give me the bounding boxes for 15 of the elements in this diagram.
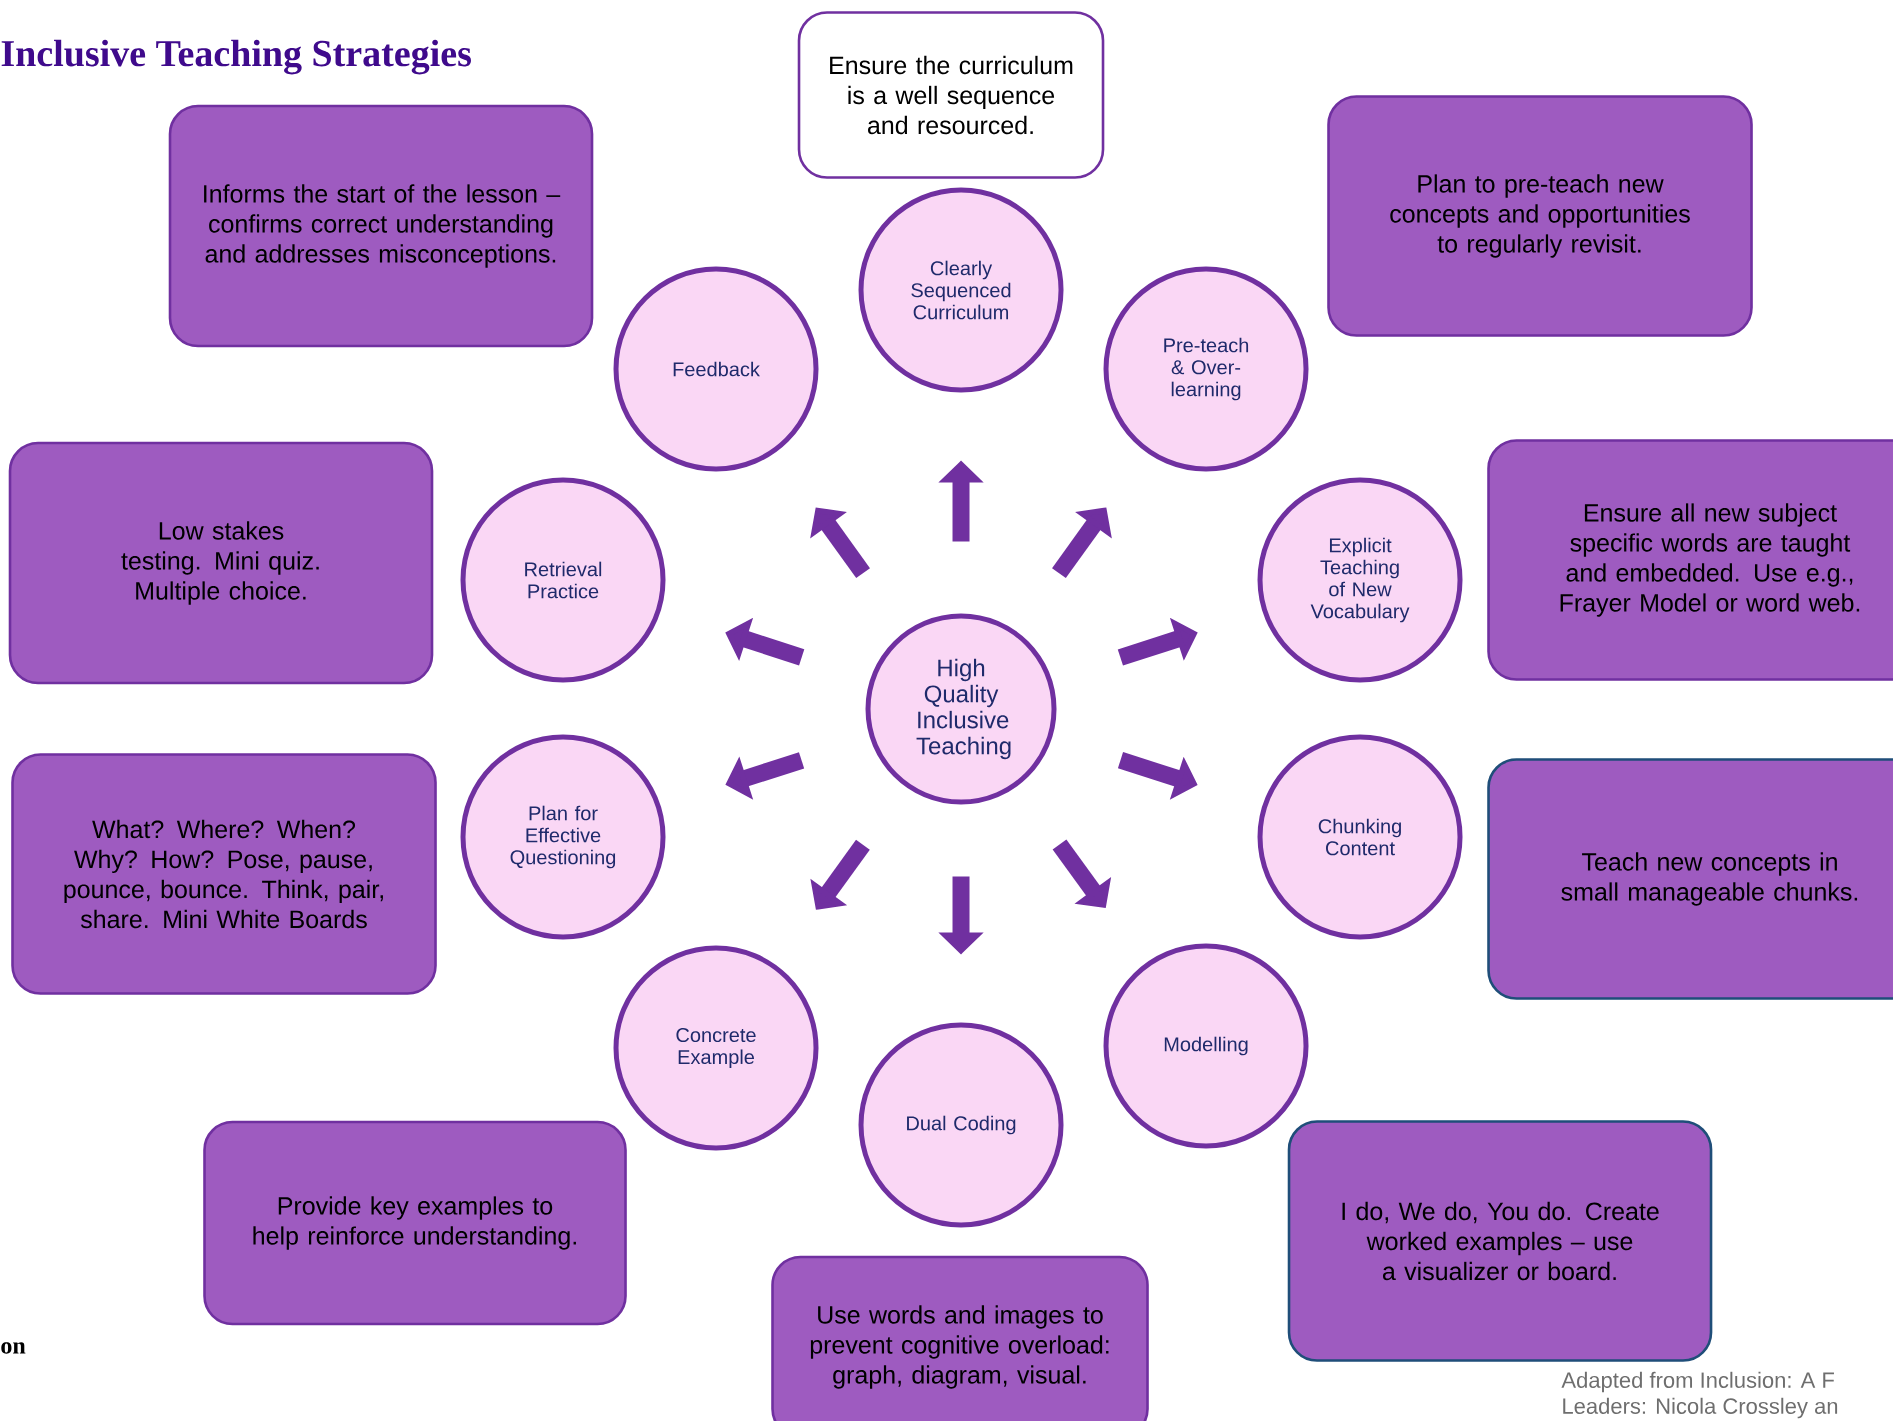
text-box: Ensure all new subject specific words are taught and embedded. Use e.g., Frayer Model or word web. [1487,439,1893,681]
caption-text: Leaders: Nicola Crossley an [1563,1397,1838,1419]
text-box: I do, We do, You do. Create worked examples – use a visualizer or board. [1287,1120,1713,1362]
arrow [810,507,870,579]
text-box: Plan to pre-teach new concepts and opportunities to regularly revisit. [1327,95,1753,337]
text-box: Informs the start of the lesson – confirms correct understanding and addresses misconceptions. [168,104,594,348]
text-box: Ensure the curriculum is a well sequence and resourced. [797,11,1105,179]
title: Inclusive Teaching Strategies [1,39,471,75]
caption-text: on [1,1342,26,1354]
text-box: Low stakes testing. Mini quiz. Multiple choice. [8,441,434,685]
caption-text: Adapted from Inclusion: A F [1561,1371,1834,1393]
text-box: What? Where? When? Why? How? Pose, pause, pounce, bounce. Think, pair, share. Mini White Boards [11,753,437,995]
text-box: Teach new concepts in small manageable chunks. [1487,758,1893,1000]
text-box: Use words and images to prevent cognitive overload: graph, diagram, visual. [771,1255,1149,1421]
text-box: Provide key examples to help reinforce understanding. [203,1120,627,1326]
